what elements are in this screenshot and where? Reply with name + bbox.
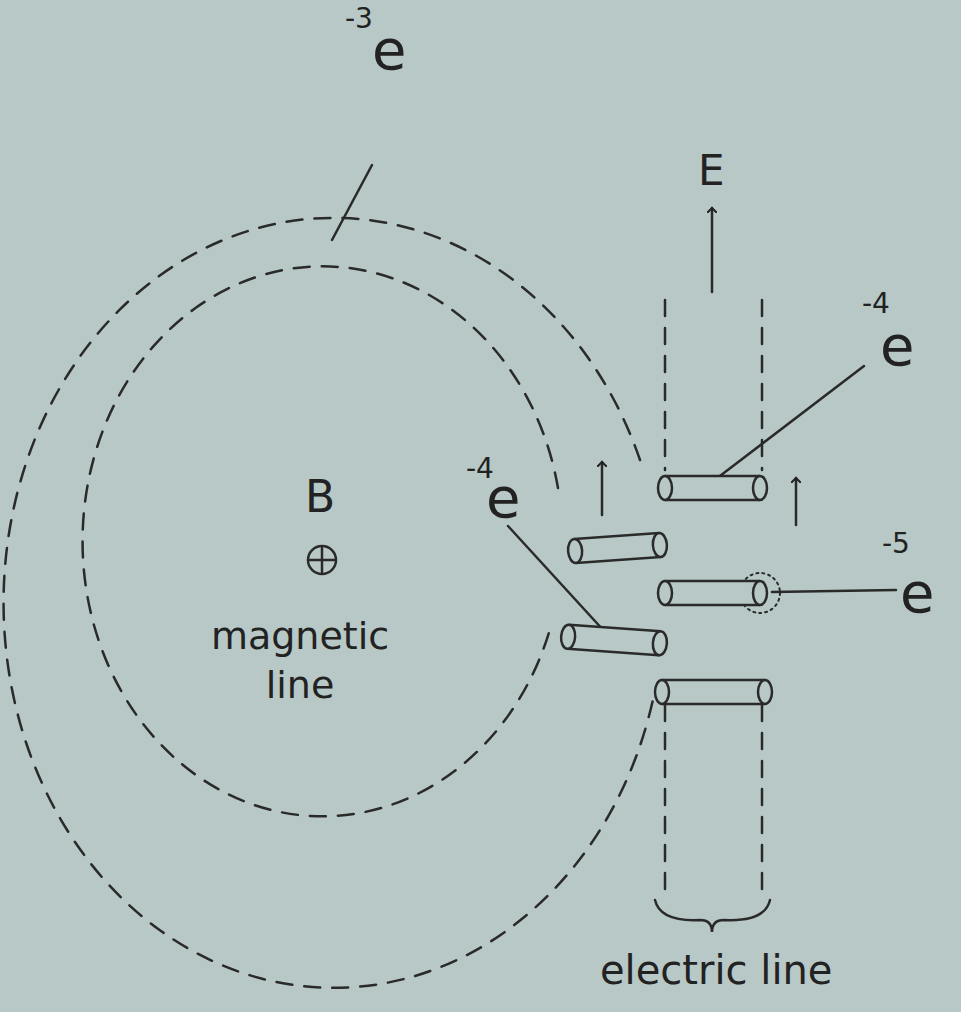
field-label: B xyxy=(305,475,335,519)
leader-line xyxy=(332,165,372,240)
electron-tube xyxy=(658,581,767,605)
region-label: magnetic line xyxy=(190,612,410,711)
charge-exponent: -4 xyxy=(862,290,890,318)
inner-magnetic-line xyxy=(83,266,558,816)
field-arrow xyxy=(711,208,714,292)
electric-line xyxy=(664,705,667,890)
charge-exponent: -3 xyxy=(345,5,373,33)
charge-symbol: e xyxy=(486,470,520,526)
electric-line xyxy=(664,300,667,470)
bracket xyxy=(655,900,770,932)
field-arrow xyxy=(795,478,798,525)
outer-magnetic-line xyxy=(4,218,655,988)
leader-line xyxy=(772,590,896,592)
field-label: E xyxy=(698,150,725,192)
electron-tube xyxy=(658,476,767,500)
charge-symbol: e xyxy=(900,565,934,621)
charge-symbol: e xyxy=(880,318,914,374)
charge-symbol: e xyxy=(372,22,406,78)
into-page-symbol xyxy=(310,559,334,562)
leader-line xyxy=(712,366,864,482)
charge-exponent: -5 xyxy=(882,530,910,558)
region-label: electric line xyxy=(600,950,832,990)
electron-tube xyxy=(567,533,667,564)
field-arrow xyxy=(601,462,604,515)
electron-tube xyxy=(655,680,772,704)
electron-tube xyxy=(560,624,667,655)
electric-line xyxy=(761,705,764,890)
into-page-symbol xyxy=(308,546,336,574)
